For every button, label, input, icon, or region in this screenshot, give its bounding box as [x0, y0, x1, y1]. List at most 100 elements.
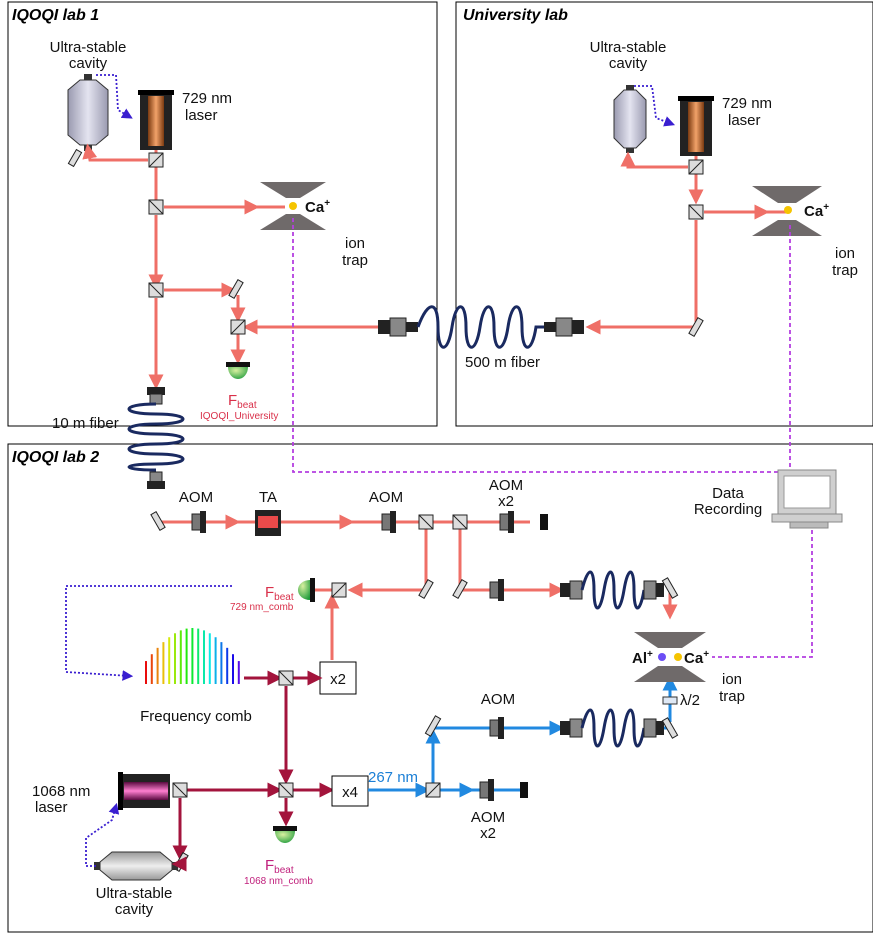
- lab2-mirror-4: [661, 577, 679, 599]
- lab2-x2-label: x2: [330, 671, 346, 688]
- university-lab-box: [455, 1, 873, 427]
- fiber-10m-connector-top: [147, 387, 165, 405]
- lab2-mirror-2: [418, 579, 434, 599]
- lab2-beamsplitter-7: [425, 782, 441, 798]
- university-cavity-icon: [613, 85, 647, 153]
- lab2-x4-label: x4: [342, 784, 358, 801]
- lab2-aom-1-icon: [191, 511, 206, 533]
- lab2-beamsplitter-3: [331, 582, 347, 598]
- university-cavity-label-2: cavity: [609, 55, 648, 72]
- lab2-aom-x2-icon: [499, 511, 548, 533]
- lab2-beamsplitter-1: [418, 514, 434, 530]
- lab2-1068-lock-link: [85, 802, 120, 867]
- lab1-beamsplitter-4: [230, 319, 246, 335]
- university-mirror-1: [688, 317, 704, 337]
- lab2-ta-label: TA: [259, 489, 277, 506]
- lab1-cavity-icon: [67, 74, 109, 151]
- lab2-aom-x2-label-2: x2: [498, 493, 514, 510]
- lab2-267nm-label: 267 nm: [368, 769, 418, 786]
- lab1-trap-label-1: ion: [345, 235, 365, 252]
- lab2-fiber-red-coil: [580, 570, 646, 610]
- lab1-beamsplitter-2: [148, 199, 164, 215]
- lab2-beamsplitter-5: [278, 782, 294, 798]
- lab2-trap-label-1: ion: [722, 671, 742, 688]
- lab2-al-ion: [658, 653, 666, 661]
- university-trap-label-2: trap: [832, 262, 858, 279]
- lab2-box: [7, 443, 873, 933]
- lab2-mirror-6: [424, 715, 442, 737]
- lab2-aom-3-icon: [489, 579, 504, 601]
- university-laser-label-2: laser: [728, 112, 761, 129]
- lab2-mirror-3: [452, 579, 468, 599]
- lab2-al-ion-label: Al+: [632, 649, 653, 667]
- lab2-fbeat-1068: Fbeat: [265, 857, 294, 876]
- lab2-trap-label-2: trap: [719, 688, 745, 705]
- lab2-cavity-label-2: cavity: [115, 901, 154, 918]
- lab1-cavity-label-2: cavity: [69, 55, 108, 72]
- fiber-500m-connector-left: [378, 317, 418, 337]
- lab2-laser-1068-icon: [118, 772, 170, 810]
- lab1-title: IQOQI lab 1: [12, 7, 99, 24]
- fiber-10m-connector-bottom: [147, 471, 165, 489]
- university-ion-label: Ca+: [804, 202, 829, 220]
- lab1-photodiode-icon: [226, 362, 250, 379]
- lab1-laser-729-icon: [138, 90, 174, 150]
- lab1-fbeat: Fbeat: [228, 392, 257, 411]
- fiber-10m-coil: [127, 402, 185, 472]
- lab1-cavity-label-1: Ultra-stable: [50, 39, 127, 56]
- lab2-comb-lock-link: [65, 585, 232, 681]
- lab2-fbeat-1068-label: 1068 nm_comb: [244, 876, 313, 887]
- university-ion-trap-icon: [752, 186, 822, 236]
- lab2-photodiode-729-icon: [298, 578, 315, 602]
- lab2-aom-2-icon: [381, 511, 396, 533]
- lab2-aom-x2-label-1: AOM: [489, 477, 523, 494]
- university-trap-label-1: ion: [835, 245, 855, 262]
- fiber-500m-connector-right: [544, 317, 584, 337]
- frequency-comb-label: Frequency comb: [140, 708, 252, 725]
- data-link-lab1: [292, 218, 778, 473]
- lab1-ion-label: Ca+: [305, 198, 330, 216]
- lab1-laser-label-1: 729 nm: [182, 90, 232, 107]
- university-beam-to-cavity: [620, 151, 688, 169]
- lab2-ca-ion-label: Ca+: [684, 649, 709, 667]
- lab1-ca-ion: [289, 202, 297, 210]
- lab2-beamsplitter-4: [278, 670, 294, 686]
- lab2-fbeat-729: Fbeat: [265, 584, 294, 603]
- lab2-ta-icon: [255, 510, 281, 536]
- lab1-lock-link: [96, 74, 133, 119]
- lab1-fbeat-label: IQOQI_University: [200, 411, 278, 422]
- lab2-beamsplitter-2: [452, 514, 468, 530]
- lab2-mirror-1: [150, 511, 166, 531]
- lab2-aom-blue-icon: [489, 717, 504, 739]
- lab2-fiber-red-connector-left: [560, 580, 583, 600]
- lab1-mirror-2: [228, 279, 244, 299]
- data-label-1: Data: [712, 485, 744, 502]
- computer-icon: [771, 469, 843, 529]
- lab2-aom-blue-x2-icon: [479, 779, 528, 801]
- lab2-ion-trap-icon: [634, 632, 706, 682]
- university-beamsplitter-1: [688, 159, 704, 175]
- lab1-beam-to-cavity: [82, 143, 148, 162]
- fiber-500m-label: 500 m fiber: [465, 354, 540, 371]
- lab2-laser-1068-label-2: laser: [35, 799, 68, 816]
- university-beamsplitter-2: [688, 204, 704, 220]
- lab2-waveplate-label: λ/2: [680, 692, 700, 709]
- lab2-laser-1068-label-1: 1068 nm: [32, 783, 90, 800]
- frequency-comb-icon: [145, 628, 240, 684]
- lab2-fiber-blue-coil: [580, 708, 646, 748]
- university-laser-label-1: 729 nm: [722, 95, 772, 112]
- lab2-title: IQOQI lab 2: [12, 449, 99, 466]
- lab2-fiber-red-connector-right: [643, 580, 664, 600]
- university-lab-title: University lab: [463, 7, 568, 24]
- lab2-mirror-7: [661, 717, 679, 739]
- lab2-aom-blue-x2-label-2: x2: [480, 825, 496, 842]
- lab1-laser-label-2: laser: [185, 107, 218, 124]
- data-label-2: Recording: [694, 501, 762, 518]
- lab2-aom-blue-label: AOM: [481, 691, 515, 708]
- lab1-beamsplitter-1: [148, 152, 164, 168]
- university-cavity-label-1: Ultra-stable: [590, 39, 667, 56]
- university-lock-link: [634, 85, 676, 127]
- lab2-fiber-blue-connector-right: [643, 718, 664, 738]
- fiber-10m-label: 10 m fiber: [52, 415, 119, 432]
